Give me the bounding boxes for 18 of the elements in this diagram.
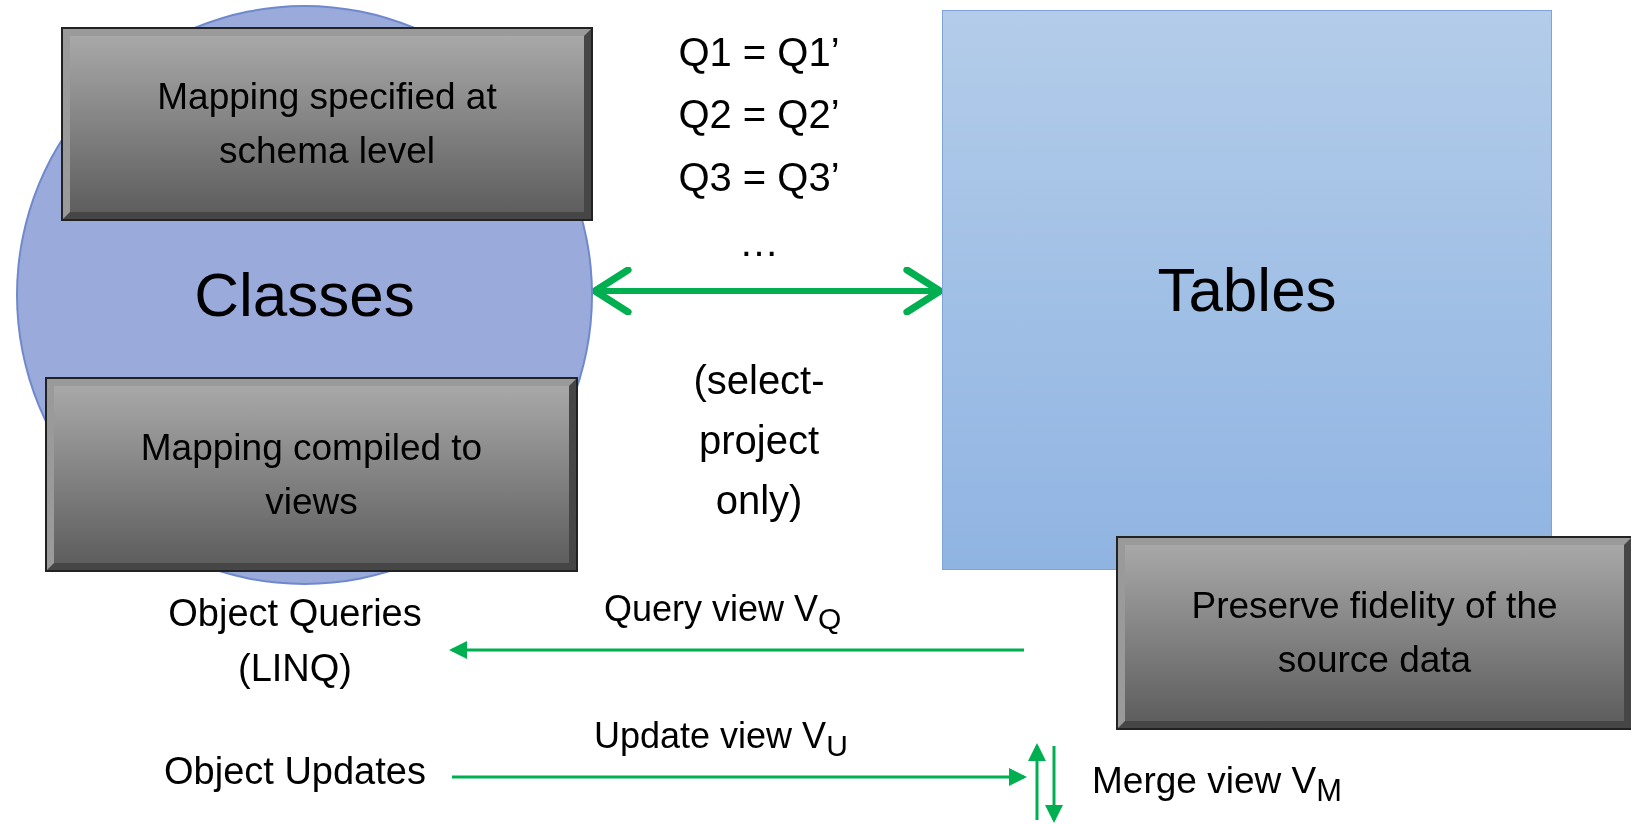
table-box (942, 10, 1552, 570)
node-label: Mapping specified at schema level (156, 75, 498, 173)
node-label: Preserve fidelity of the source data (1190, 584, 1559, 682)
note-box (1118, 538, 1631, 728)
text-label: Q2 = Q2’ (677, 92, 841, 137)
text-label: … (738, 220, 780, 265)
node-label: Tables (1157, 254, 1337, 327)
arrow (449, 641, 1024, 659)
arrow (591, 266, 944, 316)
arrow (452, 768, 1027, 786)
node-label: Classes (194, 259, 415, 332)
text-label: (select-project only) (692, 357, 826, 524)
text-label: Q3 = Q3’ (677, 155, 841, 200)
text-label: Q1 = Q1’ (677, 30, 841, 75)
text-label: Object Updates (164, 749, 426, 795)
node-label: Mapping compiled to views (139, 425, 484, 524)
text-label: Merge view V$_{M}$ (1092, 760, 1342, 810)
text-label: Object Queries (LINQ) (167, 590, 423, 691)
